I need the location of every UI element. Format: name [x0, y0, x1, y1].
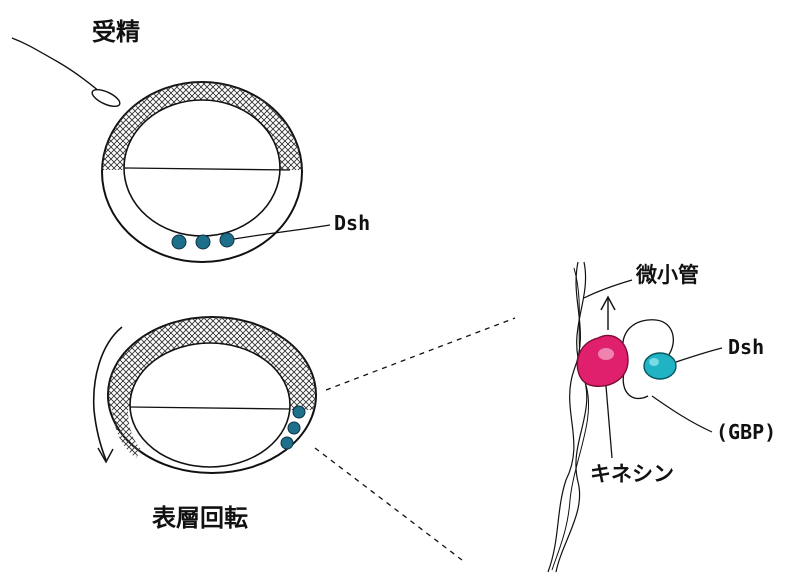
rotation-arrowhead	[97, 447, 114, 464]
rotation-arrow	[92, 326, 123, 461]
dsh-right-leader-line	[675, 347, 723, 363]
egg-equator	[123, 167, 291, 171]
gbp-label: (GBP)	[716, 420, 777, 444]
pigmented-cortex-side	[112, 410, 142, 458]
dsh-granule	[195, 234, 211, 250]
kinesin-highlight	[598, 348, 614, 360]
gbp-leader-line	[651, 395, 713, 433]
dsh-granule	[171, 234, 187, 250]
dsh-granule	[219, 232, 235, 248]
dsh-granule	[280, 436, 294, 450]
rotated-egg	[92, 316, 317, 474]
sperm-tail	[11, 37, 101, 93]
microtubule-strand	[555, 261, 588, 573]
microtubule-leader-line	[583, 279, 633, 299]
kinesin-motor	[576, 334, 629, 387]
gbp-linker	[622, 371, 649, 400]
egg-equator	[129, 406, 291, 410]
dsh-granule	[292, 405, 306, 419]
zoom-line-lower	[314, 447, 463, 561]
pigmented-cortex	[102, 82, 302, 170]
egg-inner	[129, 342, 291, 468]
sperm-head	[91, 88, 121, 108]
dsh-label-top: Dsh	[334, 211, 371, 235]
transport-detail	[547, 261, 723, 573]
dsh-protein-highlight	[649, 358, 659, 366]
gbp-linker	[622, 319, 674, 357]
direction-arrowhead	[600, 295, 616, 311]
fertilized-egg	[11, 37, 331, 263]
dsh-leader-line	[233, 224, 331, 240]
zoom-connectors	[314, 317, 516, 561]
cortical-rotation-label: 表層回転	[152, 504, 248, 532]
microtubule-strand	[547, 261, 581, 573]
dsh-protein	[643, 352, 677, 380]
fertilization-label: 受精	[92, 18, 140, 46]
dsh-label-right: Dsh	[728, 335, 765, 359]
pigmented-cortex	[108, 317, 316, 410]
kinesin-label: キネシン	[590, 462, 674, 486]
kinesin-leader-line	[605, 385, 613, 459]
dsh-granule	[287, 421, 301, 435]
zoom-line-upper	[325, 317, 516, 391]
microtubule-label: 微小管	[636, 263, 699, 287]
microtubule-strand	[551, 267, 590, 571]
